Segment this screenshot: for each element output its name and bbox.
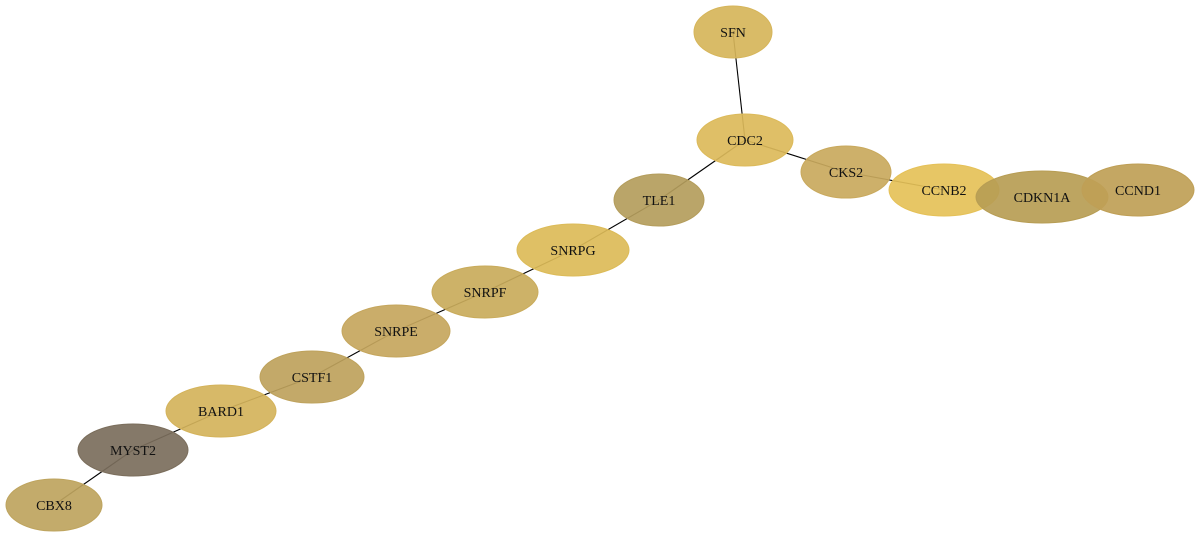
node-cstf1: CSTF1 — [259, 350, 365, 404]
node-shape-sfn — [693, 5, 773, 59]
node-shape-cstf1 — [259, 350, 365, 404]
node-shape-cbx8 — [5, 478, 103, 532]
node-snrpf: SNRPF — [431, 265, 539, 319]
node-shape-tle1 — [613, 173, 705, 227]
node-snrpg: SNRPG — [516, 223, 630, 277]
node-shape-cdc2 — [696, 113, 794, 167]
node-shape-cks2 — [800, 145, 892, 199]
node-tle1: TLE1 — [613, 173, 705, 227]
node-cbx8: CBX8 — [5, 478, 103, 532]
node-shape-snrpg — [516, 223, 630, 277]
node-myst2: MYST2 — [77, 423, 189, 477]
node-cdc2: CDC2 — [696, 113, 794, 167]
node-snrpe: SNRPE — [341, 304, 451, 358]
node-shape-bard1 — [165, 384, 277, 438]
node-shape-myst2 — [77, 423, 189, 477]
node-ccnd1: CCND1 — [1081, 163, 1195, 217]
node-shape-ccnd1 — [1081, 163, 1195, 217]
node-sfn: SFN — [693, 5, 773, 59]
node-bard1: BARD1 — [165, 384, 277, 438]
node-cks2: CKS2 — [800, 145, 892, 199]
node-shape-snrpf — [431, 265, 539, 319]
node-shape-snrpe — [341, 304, 451, 358]
